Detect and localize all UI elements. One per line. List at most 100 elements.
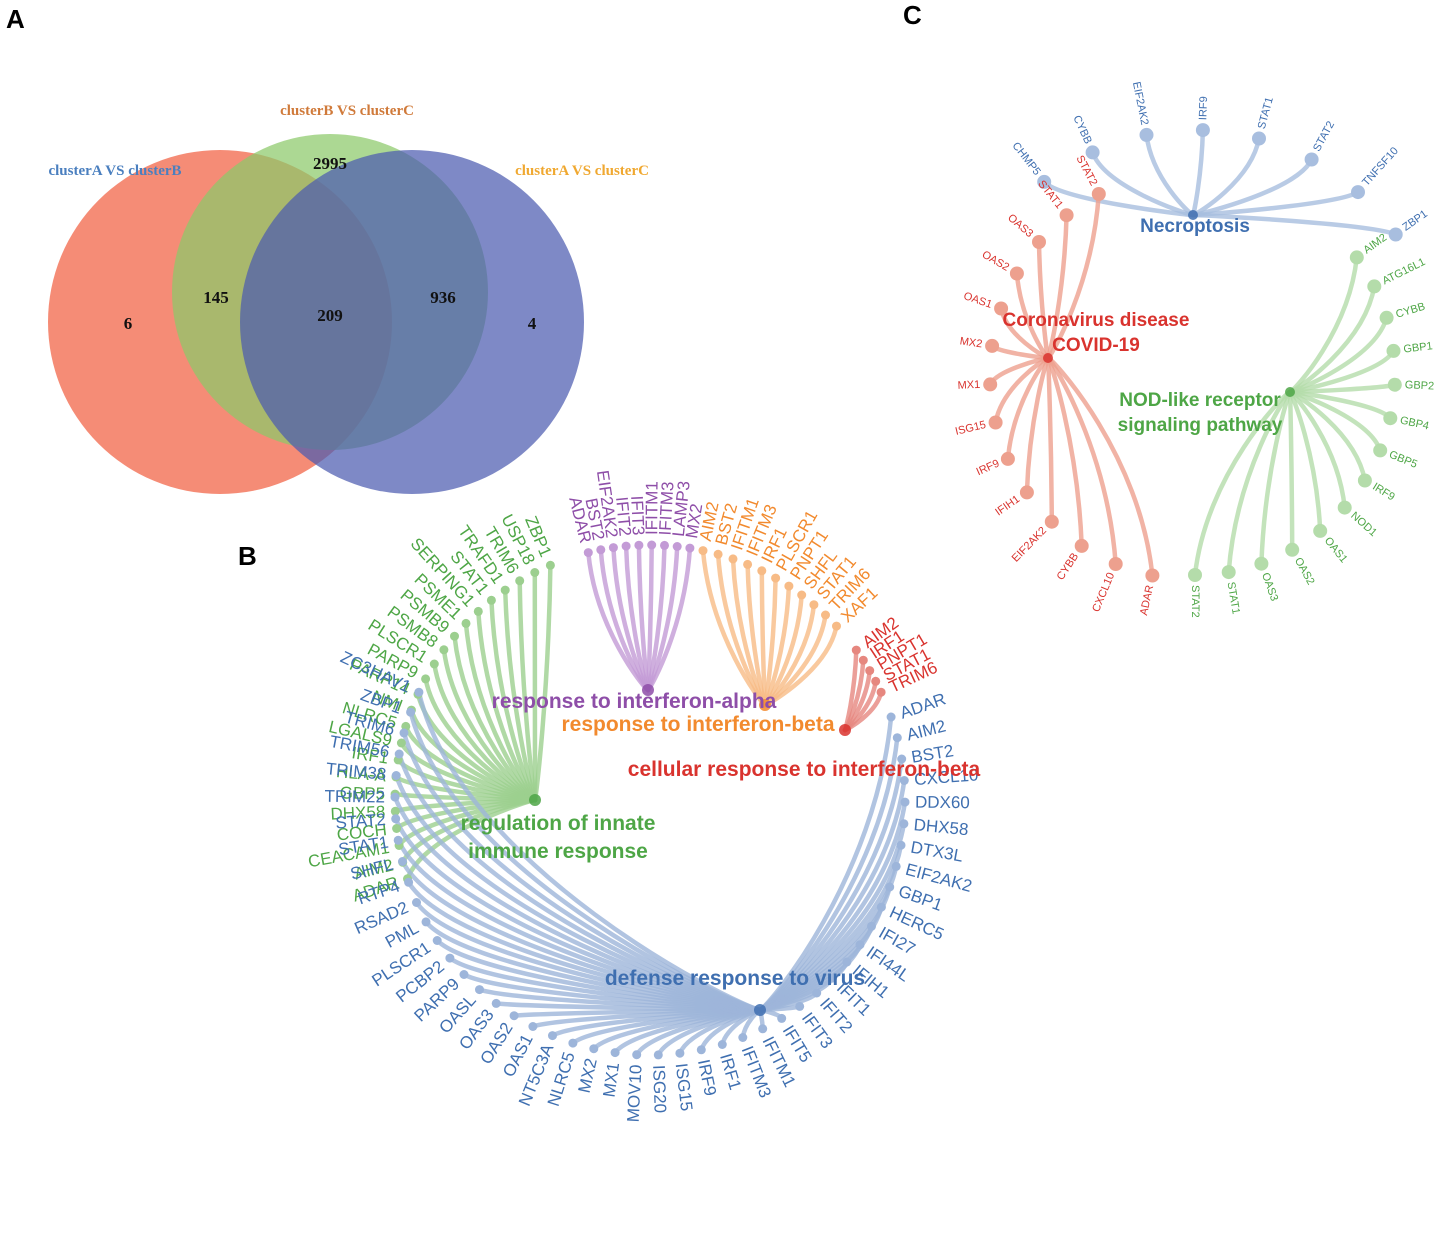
gene-label-virus-ddx60: DDX60: [915, 793, 970, 812]
gene-node-covid-stat1: [1059, 208, 1074, 223]
gene-label-necro-zbp1: ZBP1: [1400, 208, 1429, 234]
term-hub-ifnb: [759, 699, 771, 711]
gene-node-virus-ddx60: [900, 797, 910, 807]
gene-label-ifna-ifit3: IFIT3: [627, 495, 648, 535]
gene-label-virus-trim22: TRIM22: [324, 787, 385, 807]
edge-covid-ifih1: [1024, 355, 1051, 495]
gene-node-cellifnb-aim2: [851, 645, 861, 655]
gene-label-innate-gbp5: GBP5: [340, 783, 386, 803]
gene-label-covid-isg15: ISG15: [954, 419, 987, 438]
gene-node-nod-gbp1: [1386, 343, 1401, 358]
gene-label-nod-gbp2: GBP2: [1405, 379, 1435, 392]
gene-node-covid-stat2: [1091, 187, 1106, 201]
gene-label-virus-mx2: MX2: [575, 1056, 601, 1094]
term-label-ifnb: response to interferon-beta: [561, 713, 834, 736]
gene-label-nod-cybb: CYBB: [1394, 301, 1426, 321]
gene-label-nod-stat1: STAT1: [1224, 581, 1241, 615]
edges: [987, 127, 1398, 578]
venn-circle-a-vs-c: [240, 150, 584, 494]
gene-label-covid-adar: ADAR: [1138, 584, 1156, 616]
term-label-necro: Necroptosis: [1140, 216, 1250, 237]
gene-label-covid-mx2: MX2: [959, 335, 983, 350]
edge-covid-oas3: [1036, 239, 1051, 361]
term-label-cellifnb: cellular response to interferon-beta: [628, 758, 981, 781]
edge-necro-zbp1: [1190, 212, 1398, 237]
term-label-virus: defense response to virus: [605, 967, 865, 990]
gene-label-covid-irf9: IRF9: [975, 458, 1002, 479]
gene-node-virus-mx1: [610, 1048, 620, 1058]
gene-node-covid-eif2ak2: [1044, 514, 1059, 529]
gene-node-virus-herc5: [876, 902, 886, 912]
gene-label-necro-tnfsf10: TNFSF10: [1360, 145, 1401, 189]
gene-node-necro-tnfsf10: [1351, 185, 1365, 200]
venn-label-a-vs-b: clusterA VS clusterB: [48, 163, 181, 179]
gene-label-nod-gbp1: GBP1: [1403, 340, 1434, 355]
gene-node-virus-dhx58: [899, 819, 909, 829]
gene-label-covid-mx1: MX1: [957, 379, 980, 392]
gene-node-cellifnb-irf1: [858, 655, 868, 665]
gene-node-virus-trim6: [399, 728, 409, 738]
gene-node-virus-ifit3: [795, 1001, 805, 1011]
gene-node-necro-zbp1: [1388, 227, 1403, 242]
gene-label-covid-cxcl10: CXCL10: [1090, 571, 1117, 614]
gene-node-covid-isg15: [988, 415, 1003, 430]
gene-label-virus-aim2: AIM2: [905, 716, 948, 744]
gene-label-necro-chmp5: CHMP5: [1010, 140, 1043, 178]
term-hub-necro: [1188, 210, 1198, 220]
gene-node-necro-stat2: [1304, 152, 1319, 167]
gene-label-necro-stat1: STAT1: [1256, 96, 1276, 131]
gene-node-virus-shfl: [398, 857, 407, 866]
gene-node-virus-dtx3l: [896, 840, 906, 850]
gene-node-virus-ifit1: [828, 973, 837, 983]
gene-label-covid-oas2: OAS2: [980, 249, 1011, 274]
gene-node-innate-psmb8: [439, 645, 449, 655]
gene-node-virus-rtp4: [404, 877, 414, 887]
gene-node-innate-psmb9: [450, 631, 459, 641]
panel-label-a: A: [6, 4, 25, 34]
gene-node-ifnb-trim6: [821, 610, 830, 620]
gene-label-nod-oas1: OAS1: [1322, 535, 1350, 565]
gene-node-covid-mx2: [985, 338, 1000, 353]
edge-necro-irf9: [1190, 127, 1206, 218]
gene-node-covid-oas1: [994, 301, 1009, 316]
gene-node-nod-irf9: [1357, 473, 1372, 488]
gene-node-covid-cybb: [1074, 538, 1089, 553]
gene-label-virus-mov10: MOV10: [624, 1064, 646, 1123]
gene-label-virus-cxcl10: CXCL10: [913, 765, 979, 789]
gene-label-necro-eif2ak2: EIF2AK2: [1130, 81, 1150, 127]
gene-label-nod-gbp4: GBP4: [1399, 414, 1430, 432]
gene-nodes: [983, 123, 1403, 583]
gene-node-ifna-bst2: [596, 545, 606, 555]
gene-node-nod-cybb: [1379, 310, 1394, 325]
gene-node-nod-atg16l1: [1367, 279, 1382, 294]
gene-node-innate-lgals9: [396, 738, 406, 748]
gene-node-innate-stat1: [486, 595, 496, 605]
term-label-ifna: response to interferon-alpha: [492, 690, 777, 713]
gene-node-virus-ifi27: [867, 921, 876, 931]
gene-node-innate-trim6: [515, 576, 525, 586]
gene-label-covid-cybb: CYBB: [1055, 551, 1082, 583]
gene-node-covid-oas2: [1009, 266, 1024, 281]
gene-label-virus-irf9: IRF9: [694, 1058, 720, 1098]
gene-node-ifnb-bst2: [713, 549, 723, 559]
gene-label-nod-irf9: IRF9: [1370, 481, 1397, 504]
gene-node-virus-stat2: [391, 814, 401, 824]
gene-node-nod-oas1: [1313, 523, 1328, 538]
gene-node-virus-ifitm1: [758, 1024, 768, 1034]
gene-node-ifnb-aim2: [698, 546, 708, 556]
gene-node-ifna-ifit2: [621, 541, 631, 551]
gene-node-virus-isg15: [675, 1048, 685, 1058]
gene-label-innate-dhx58: DHX58: [330, 802, 386, 823]
gene-node-virus-stat1: [393, 835, 403, 845]
term-hub-nod: [1285, 387, 1295, 397]
gene-node-ifnb-shfl: [797, 590, 807, 600]
gene-node-ifnb-ifitm1: [728, 554, 738, 564]
gene-node-necro-cybb: [1085, 145, 1100, 160]
gene-node-virus-eif2ak2: [891, 861, 901, 871]
term-hub-virus: [754, 1004, 766, 1016]
gene-node-virus-oas3: [491, 998, 501, 1008]
network-b-interferon-go-terms: ZBP1USP18TRIM6TRAFD1STAT1SERPING1PSME1PS…: [307, 469, 981, 1123]
gene-node-nod-aim2: [1349, 250, 1364, 265]
